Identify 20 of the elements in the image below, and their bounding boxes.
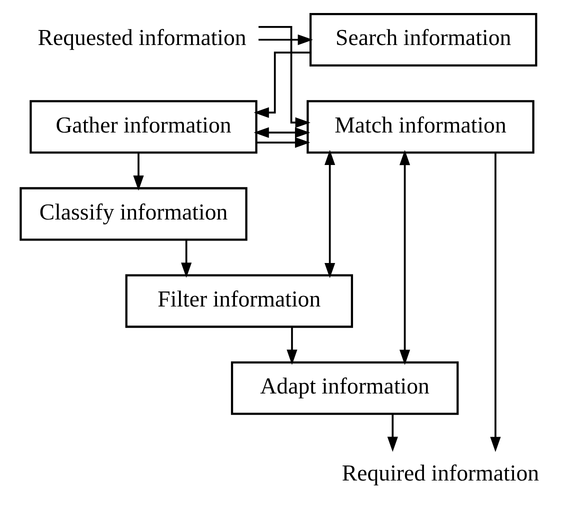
node-box: Adapt information [230, 361, 459, 415]
arrow [258, 34, 313, 46]
node-box: Search information [310, 12, 538, 67]
arrow [387, 414, 398, 452]
node-box: Filter information [125, 274, 354, 328]
node-box: Classify information [20, 187, 248, 241]
arrow [258, 26, 310, 128]
arrow [254, 127, 310, 138]
arrow [286, 327, 298, 365]
node-box: Gather information [30, 100, 258, 154]
arrow [254, 52, 310, 118]
node-text: Required information [342, 460, 540, 486]
arrow [181, 240, 192, 278]
node-text: Requested information [38, 25, 246, 50]
arrow [399, 150, 410, 365]
arrow [133, 152, 144, 191]
arrow [490, 153, 501, 452]
arrow [324, 150, 336, 278]
arrow [256, 137, 310, 148]
node-box: Match information [306, 100, 534, 154]
